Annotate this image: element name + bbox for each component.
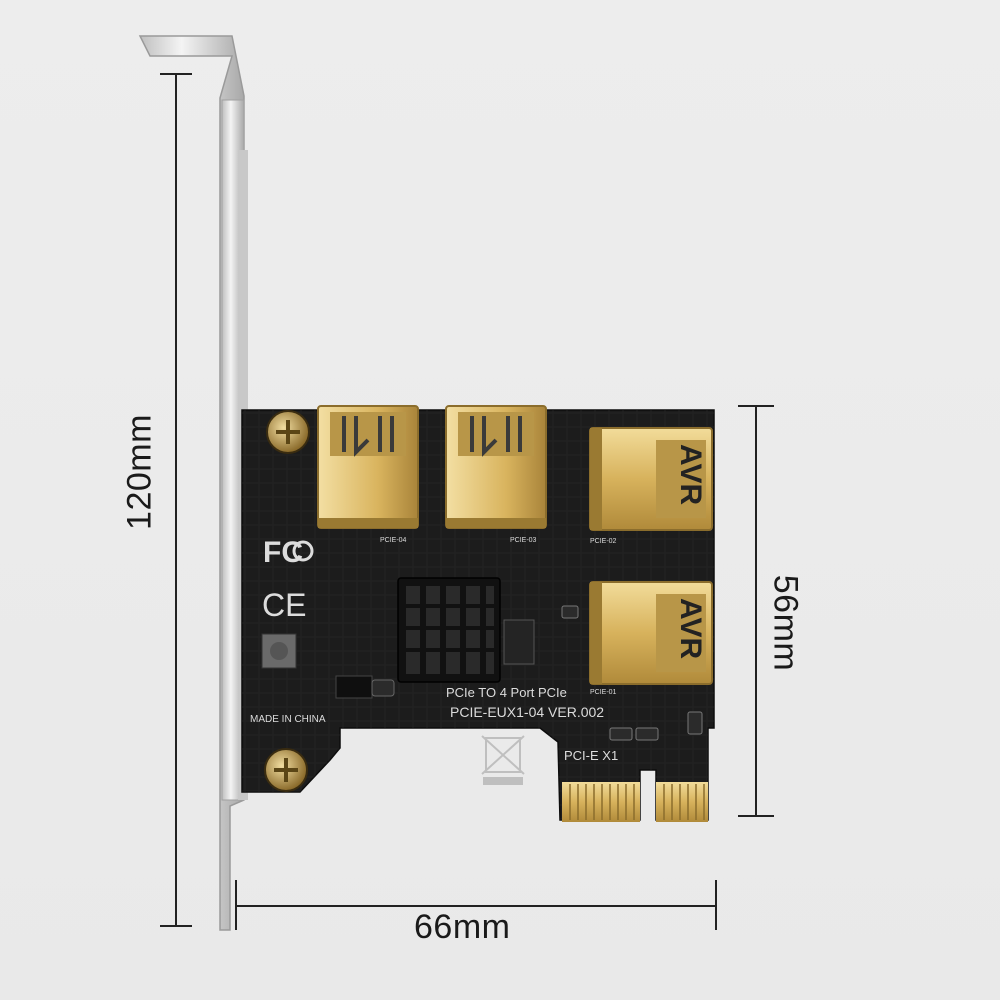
board-height-dimension-label: 56mm [766,574,805,672]
heatsink [397,577,501,683]
dimension-lines [160,73,774,930]
fcc-mark: FC [263,536,303,569]
port-logo-02: AVR [674,444,707,505]
pcie-x1-gold-fingers [562,782,708,822]
screw-top [266,410,310,454]
port-label-03: PCIE-03 [510,537,537,544]
width-dimension-label: 66mm [414,908,511,946]
usb-port-pcie-02 [589,427,713,531]
usb-port-pcie-03 [445,405,547,529]
height-dimension-label: 120mm [120,414,159,530]
ce-mark: CE [262,587,306,623]
board-title: PCIe TO 4 Port PCIe [446,685,567,700]
port-label-02: PCIE-02 [590,538,617,545]
usb-port-pcie-04 [317,405,419,529]
usb-port-pcie-01 [589,581,713,685]
port-logo-01: AVR [674,598,707,659]
screw-bottom [264,748,308,792]
made-in-label: MADE IN CHINA [250,714,326,725]
weee-bin-icon [481,735,525,785]
port-label-01: PCIE-01 [590,689,617,696]
port-label-04: PCIE-04 [380,537,407,544]
board-model: PCIE-EUX1-04 VER.002 [450,704,604,720]
slot-label: PCI-E X1 [564,748,618,763]
small-components [261,605,703,741]
